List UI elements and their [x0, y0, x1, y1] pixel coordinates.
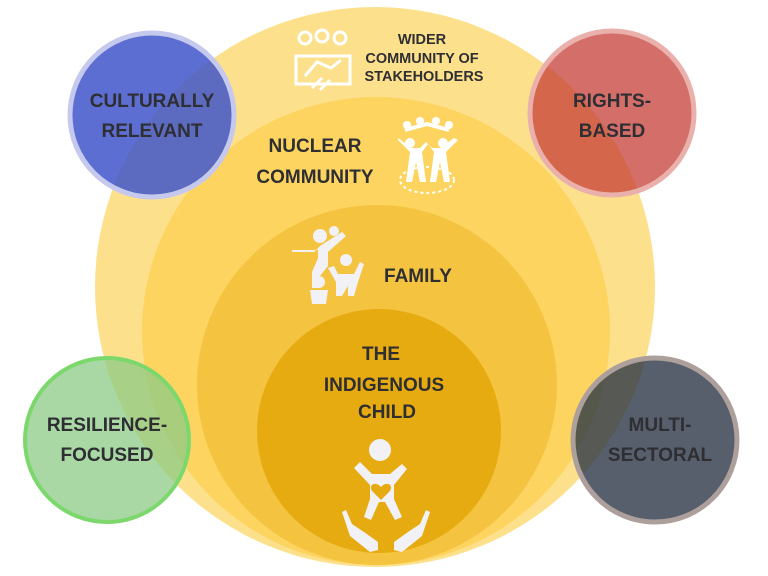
principle-culturally-relevant: CULTURALLY RELEVANT	[67, 30, 237, 200]
nuclear-label-2: COMMUNITY	[256, 167, 373, 188]
multi-label-1: MULTI-	[629, 415, 692, 436]
rights-label-2: BASED	[579, 121, 646, 142]
wider-label-3: STAKEHOLDERS	[365, 69, 484, 85]
resilience-label-2: FOCUSED	[61, 445, 154, 466]
child-label-2: INDIGENOUS	[324, 375, 444, 396]
multi-label-2: SECTORAL	[608, 445, 713, 466]
child-label-3: CHILD	[358, 402, 416, 423]
wider-label-1: WIDER	[398, 32, 447, 48]
principle-resilience-focused: RESILIENCE- FOCUSED	[23, 356, 191, 524]
principle-rights-based: RIGHTS- BASED	[527, 28, 697, 198]
principle-multi-sectoral: MULTI- SECTORAL	[570, 355, 740, 525]
child-circle	[257, 309, 501, 553]
child-label-1: THE	[362, 344, 400, 365]
child-in-hands-icon	[342, 439, 430, 552]
nuclear-label-1: NUCLEAR	[269, 136, 362, 157]
rights-label-1: RIGHTS-	[573, 91, 651, 112]
wider-label-2: COMMUNITY OF	[365, 51, 478, 67]
stakeholders-handshake-icon	[294, 28, 352, 92]
community-group-icon	[398, 117, 458, 194]
culturally-label-1: CULTURALLY	[90, 91, 215, 112]
resilience-label-1: RESILIENCE-	[47, 415, 167, 436]
family-icon	[292, 226, 364, 304]
family-label: FAMILY	[384, 266, 452, 287]
culturally-label-2: RELEVANT	[102, 121, 203, 142]
